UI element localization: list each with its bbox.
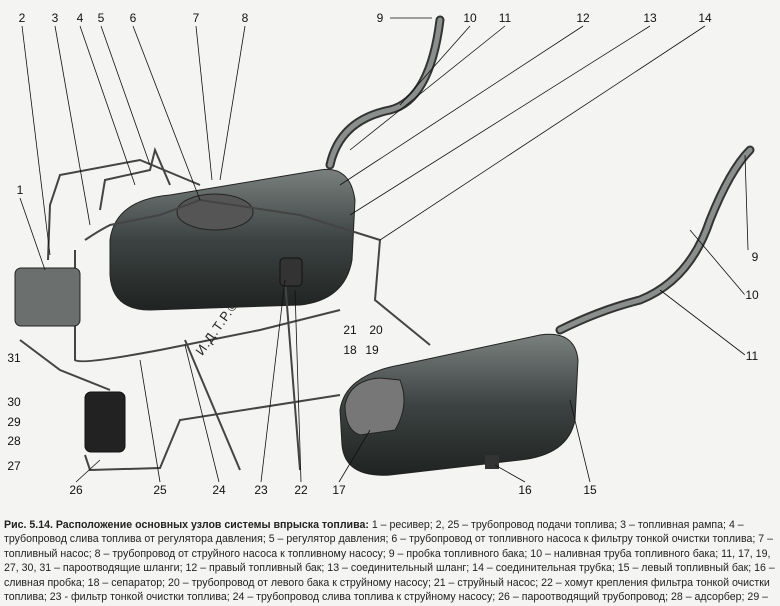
fine-fuel-filter: [279, 257, 303, 287]
callout-5: 5: [96, 11, 106, 25]
callout-20: 20: [368, 323, 384, 337]
caption-title: Рис. 5.14. Расположение основных узлов с…: [4, 519, 369, 531]
receiver: [14, 267, 81, 327]
callout-26: 26: [68, 483, 84, 497]
callout-10: 10: [462, 11, 478, 25]
callout-1: 1: [15, 183, 25, 197]
separator: [344, 377, 405, 436]
callout-11-left: 11: [744, 349, 760, 363]
filler-pipes: [325, 15, 755, 335]
callout-18: 18: [342, 343, 358, 357]
callout-6: 6: [128, 11, 138, 25]
callout-12: 12: [575, 11, 591, 25]
callout-29: 29: [6, 415, 22, 429]
callout-8: 8: [240, 11, 250, 25]
callout-14: 14: [697, 11, 713, 25]
drain-plug: [485, 455, 499, 469]
callout-11: 11: [497, 11, 513, 25]
callout-22: 22: [293, 483, 309, 497]
callout-21: 21: [342, 323, 358, 337]
callout-16: 16: [517, 483, 533, 497]
fuel-lines: [19, 146, 431, 472]
callout-7: 7: [191, 11, 201, 25]
callout-25: 25: [152, 483, 168, 497]
callout-31: 31: [6, 351, 22, 365]
callout-15: 15: [582, 483, 598, 497]
callout-17: 17: [331, 483, 347, 497]
callout-9-left: 9: [750, 250, 760, 264]
callout-13: 13: [642, 11, 658, 25]
figure-caption: Рис. 5.14. Расположение основных узлов с…: [4, 518, 776, 606]
callout-23: 23: [253, 483, 269, 497]
callout-19: 19: [364, 343, 380, 357]
callout-30: 30: [6, 395, 22, 409]
callout-24: 24: [211, 483, 227, 497]
leader-lines: [19, 17, 749, 483]
callout-4: 4: [75, 11, 85, 25]
left-fuel-tank: [339, 333, 579, 476]
callout-10-left: 10: [744, 288, 760, 302]
callout-9: 9: [375, 11, 385, 25]
callout-2: 2: [17, 11, 27, 25]
caption-text: 1 – ресивер; 2, 25 – трубопровод подачи …: [4, 519, 775, 606]
callout-28: 28: [6, 434, 22, 448]
adsorber: [84, 391, 126, 453]
callout-3: 3: [50, 11, 60, 25]
callout-27: 27: [6, 459, 22, 473]
right-fuel-tank: [109, 168, 356, 311]
fuel-system-diagram: [14, 15, 755, 483]
